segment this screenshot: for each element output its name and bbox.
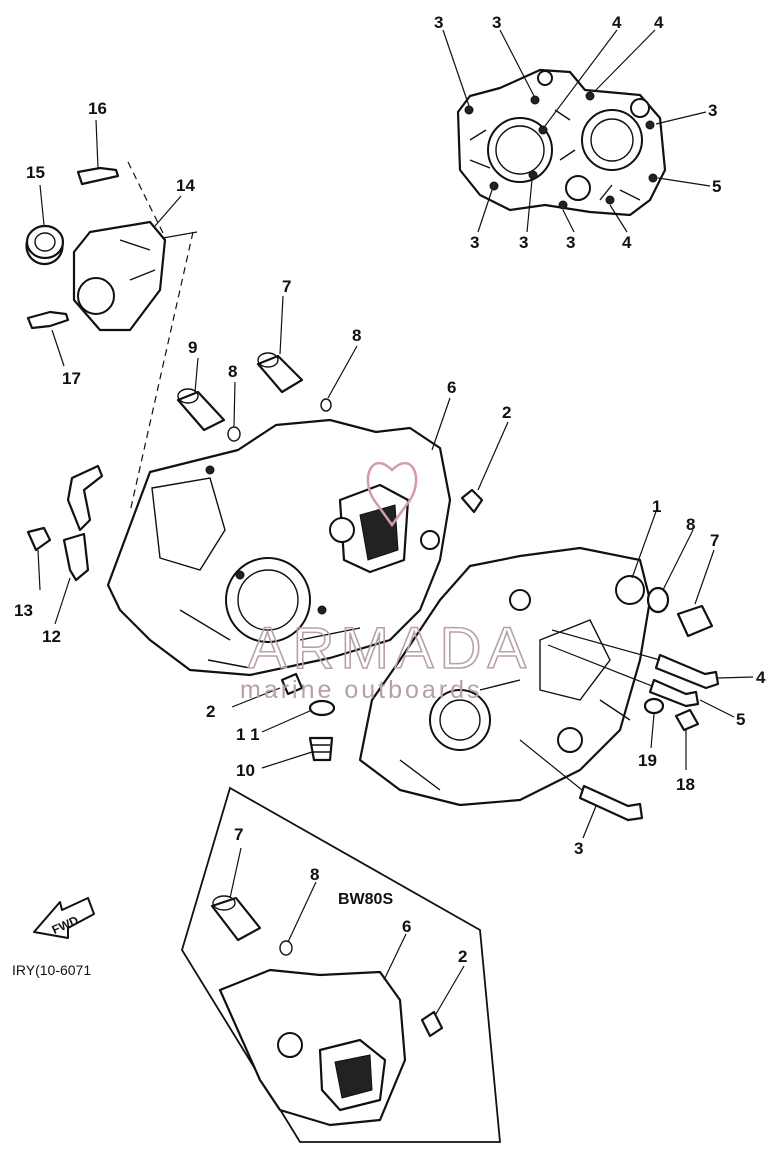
crankcase-top-view bbox=[442, 29, 711, 233]
callout-3: 3 bbox=[519, 233, 528, 252]
variant-label: BW80S bbox=[338, 891, 393, 908]
crankcase-left bbox=[106, 418, 452, 677]
diagram-code: IRY(10-6071 bbox=[12, 962, 91, 978]
callout-18: 18 bbox=[676, 775, 695, 794]
callout-8: 8 bbox=[352, 326, 361, 345]
fwd-arrow bbox=[33, 897, 95, 939]
callout-1: 1 bbox=[652, 497, 661, 516]
callout-3: 3 bbox=[470, 233, 479, 252]
callout-2: 2 bbox=[502, 403, 511, 422]
cover-assembly bbox=[25, 119, 198, 513]
callout-2: 2 bbox=[206, 702, 215, 721]
callout-4: 4 bbox=[756, 668, 766, 687]
callout-11: 1 1 bbox=[236, 725, 260, 744]
callout-19: 19 bbox=[638, 751, 657, 770]
callout-7: 7 bbox=[710, 531, 719, 550]
callout-8: 8 bbox=[686, 515, 695, 534]
callout-10: 10 bbox=[236, 761, 255, 780]
callout-6: 6 bbox=[402, 917, 411, 936]
callout-7: 7 bbox=[282, 277, 291, 296]
callout-8: 8 bbox=[310, 865, 319, 884]
right-bolts bbox=[519, 629, 754, 839]
callout-7: 7 bbox=[234, 825, 243, 844]
callout-2: 2 bbox=[458, 947, 467, 966]
callout-3: 3 bbox=[492, 13, 501, 32]
callout-9: 9 bbox=[188, 338, 197, 357]
callout-4: 4 bbox=[612, 13, 622, 32]
callout-17: 17 bbox=[62, 369, 81, 388]
callout-5: 5 bbox=[736, 710, 745, 729]
callout-3: 3 bbox=[566, 233, 575, 252]
callout-8: 8 bbox=[228, 362, 237, 381]
left-small-parts bbox=[26, 295, 509, 769]
watermark-brand: ARMADA bbox=[248, 616, 532, 681]
callout-3: 3 bbox=[434, 13, 443, 32]
callout-3: 3 bbox=[708, 101, 717, 120]
watermark: ARMADA marine outboards bbox=[240, 462, 532, 704]
callout-4: 4 bbox=[622, 233, 632, 252]
callout-4: 4 bbox=[654, 13, 664, 32]
callout-5: 5 bbox=[712, 177, 721, 196]
callout-13: 13 bbox=[14, 601, 33, 620]
callout-6: 6 bbox=[447, 378, 456, 397]
crankcase-right bbox=[358, 505, 715, 807]
callouts: 3 3 4 4 3 5 3 3 3 4 16 15 14 17 7 9 8 8 … bbox=[14, 13, 766, 966]
bw80s-inset bbox=[181, 786, 501, 1143]
callout-15: 15 bbox=[26, 163, 45, 182]
callout-16: 16 bbox=[88, 99, 107, 118]
callout-12: 12 bbox=[42, 627, 61, 646]
callout-14: 14 bbox=[176, 176, 195, 195]
callout-3: 3 bbox=[574, 839, 583, 858]
watermark-tagline: marine outboards bbox=[240, 676, 483, 704]
